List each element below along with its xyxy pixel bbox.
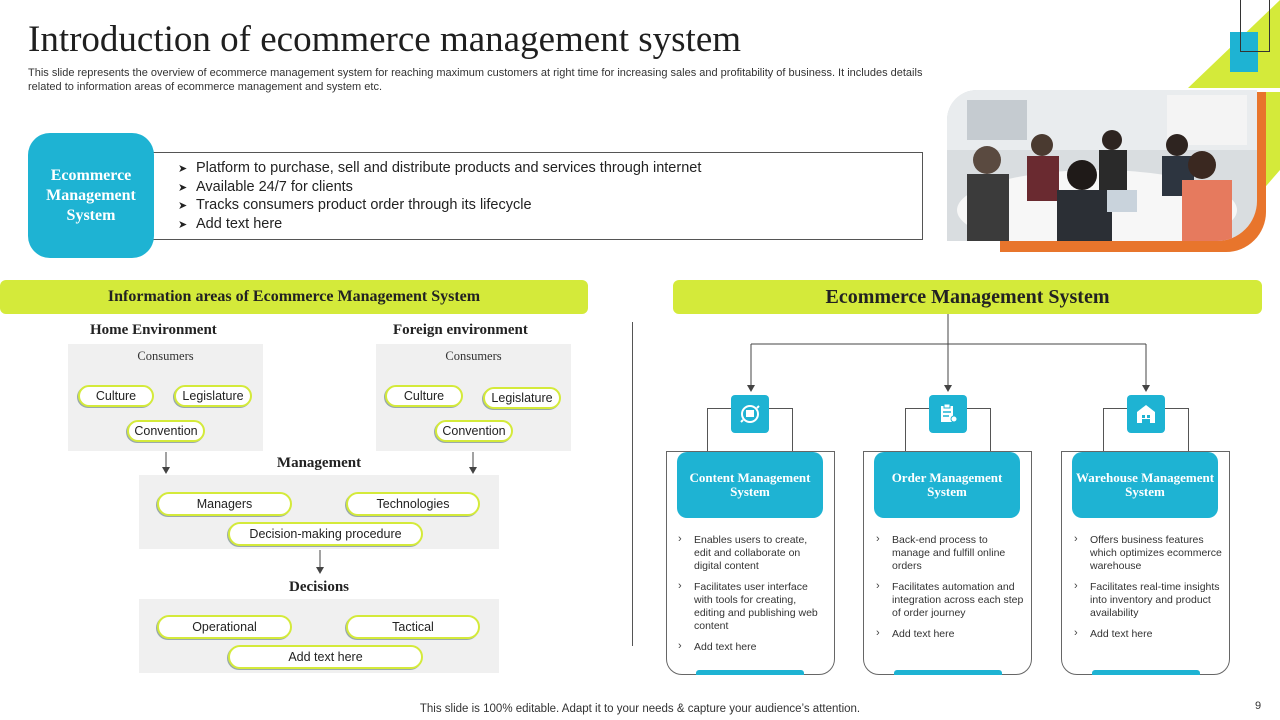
foreign-culture-pill: Culture: [385, 385, 463, 407]
section-divider: [632, 322, 633, 646]
arrow-bullet-icon: ➤: [178, 181, 188, 194]
list-item: ➤Platform to purchase, sell and distribu…: [178, 160, 701, 179]
list-item: Facilitates real-time insights into inve…: [1072, 580, 1222, 620]
connector-lines: [747, 314, 1150, 392]
flow-arrows: [162, 452, 477, 574]
list-item: Facilitates automation and integration a…: [874, 580, 1024, 620]
list-item: ➤Available 24/7 for clients: [178, 179, 701, 198]
home-consumers-label: Consumers: [137, 349, 194, 363]
page-title: Introduction of ecommerce management sys…: [28, 19, 742, 60]
list-item: Back-end process to manage and fulfill o…: [874, 533, 1024, 573]
decision-making-pill: Decision-making procedure: [228, 522, 423, 546]
footer-note: This slide is 100% editable. Adapt it to…: [419, 703, 861, 715]
foreign-environment-title: Foreign environment: [393, 322, 528, 338]
order-management-title: Order Management System: [874, 452, 1020, 518]
card-3-foot: [1092, 670, 1200, 675]
arrow-bullet-icon: ➤: [178, 218, 188, 231]
meeting-photo: [947, 90, 1257, 241]
arrow-bullet-icon: ➤: [178, 200, 188, 213]
corner-square-decoration: [1230, 32, 1258, 72]
page-number: 9: [1255, 700, 1262, 712]
tactical-pill: Tactical: [346, 615, 480, 639]
card-1-foot: [696, 670, 804, 675]
page-subtitle: This slide represents the overview of ec…: [28, 67, 923, 93]
add-text-pill: Add text here: [228, 645, 423, 669]
home-legislature-pill: Legislature: [174, 385, 252, 407]
foreign-legislature-pill: Legislature: [483, 387, 561, 409]
card-2-foot: [894, 670, 1002, 675]
info-areas-header: Information areas of Ecommerce Managemen…: [0, 280, 588, 314]
list-item: Enables users to create, edit and collab…: [676, 533, 826, 573]
warehouse-management-title: Warehouse Management System: [1072, 452, 1218, 518]
warehouse-icon: [1127, 395, 1165, 433]
managers-pill: Managers: [157, 492, 292, 516]
list-item: ➤Add text here: [178, 216, 701, 235]
list-item: Add text here: [874, 627, 1024, 641]
technologies-pill: Technologies: [346, 492, 480, 516]
list-item: Facilitates user interface with tools fo…: [676, 580, 826, 633]
corner-line-decoration: [1240, 0, 1270, 52]
list-item: Add text here: [676, 640, 826, 654]
order-clipboard-icon: [929, 395, 967, 433]
foreign-consumers-label: Consumers: [445, 349, 502, 363]
card-1-list: Enables users to create, edit and collab…: [676, 533, 826, 662]
foreign-convention-pill: Convention: [435, 420, 513, 442]
card-3-list: Offers business features which optimizes…: [1072, 533, 1222, 649]
decisions-title: Decisions: [289, 579, 349, 595]
management-title: Management: [276, 455, 362, 471]
ems-diagram-header: Ecommerce Management System: [673, 280, 1262, 314]
ems-badge: Ecommerce Management System: [28, 133, 154, 258]
home-culture-pill: Culture: [78, 385, 154, 407]
list-item: Add text here: [1072, 627, 1222, 641]
content-management-title: Content Management System: [677, 452, 823, 518]
operational-pill: Operational: [157, 615, 292, 639]
list-item: ➤Tracks consumers product order through …: [178, 197, 701, 216]
home-environment-title: Home Environment: [90, 322, 217, 338]
card-2-list: Back-end process to manage and fulfill o…: [874, 533, 1024, 649]
list-item: Offers business features which optimizes…: [1072, 533, 1222, 573]
arrow-bullet-icon: ➤: [178, 163, 188, 175]
ems-points-list: ➤Platform to purchase, sell and distribu…: [178, 160, 701, 234]
content-cycle-icon: [731, 395, 769, 433]
home-convention-pill: Convention: [127, 420, 205, 442]
